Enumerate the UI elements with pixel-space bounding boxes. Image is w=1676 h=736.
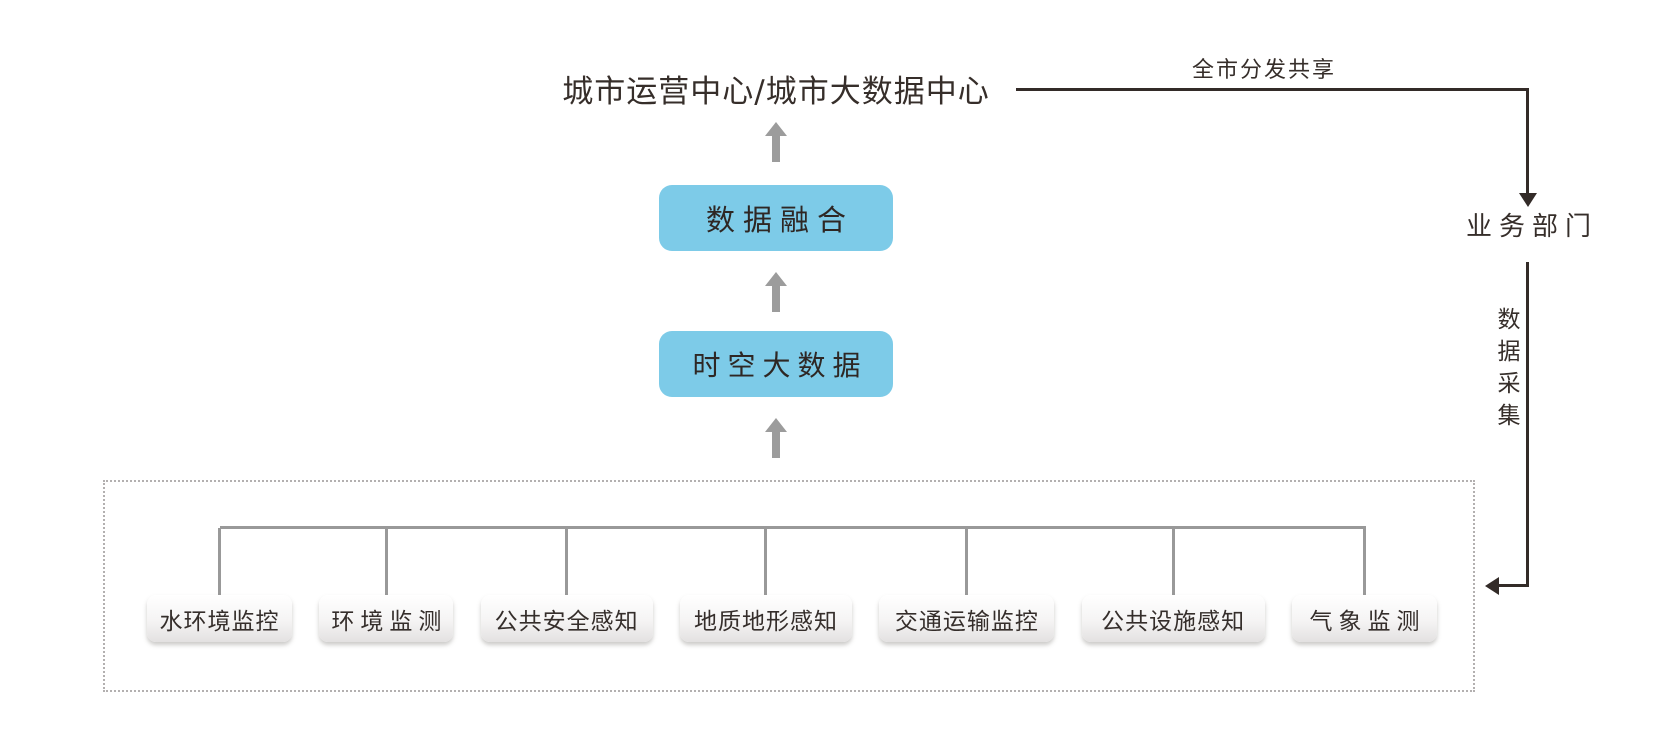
sensor-box-label: 地质地形感知 — [693, 608, 838, 635]
up-arrow-stem — [772, 286, 780, 312]
sensor-box: 交通运输监控 — [879, 595, 1055, 642]
business-department-label: 业务部门 — [1465, 212, 1599, 242]
sensor-cell: 公共安全感知 — [480, 528, 653, 642]
data-fusion-box: 数据融合 — [659, 185, 893, 251]
spatiotemporal-bigdata-box: 时空大数据 — [659, 331, 893, 397]
sensor-box: 气象监测 — [1291, 595, 1437, 642]
sensor-cell: 环境监测 — [319, 528, 454, 642]
sensor-box-label: 公共设施感知 — [1101, 608, 1246, 635]
sensor-box-label: 交通运输监控 — [894, 608, 1039, 635]
up-arrow-icon — [765, 122, 787, 162]
up-arrow-stem — [772, 432, 780, 458]
collect-line-horizontal — [1497, 584, 1529, 587]
sensor-box: 地质地形感知 — [679, 595, 852, 642]
left-arrow-icon — [1485, 577, 1499, 595]
spatiotemporal-bigdata-label: 时空大数据 — [692, 349, 868, 382]
drop-line — [1362, 528, 1366, 595]
share-label: 全市分发共享 — [1191, 58, 1337, 83]
share-line-horizontal — [1016, 88, 1529, 91]
collect-line-vertical — [1526, 262, 1529, 585]
down-arrow-icon — [1519, 193, 1537, 207]
sensor-box-label: 气象监测 — [1309, 608, 1426, 635]
up-arrow-head — [765, 272, 787, 286]
sensor-box: 环境监测 — [319, 595, 454, 642]
sensor-box: 水环境监控 — [147, 595, 292, 642]
up-arrow-stem — [772, 136, 780, 162]
sensor-box: 公共设施感知 — [1081, 595, 1265, 642]
drop-line — [565, 528, 569, 595]
data-fusion-label: 数据融合 — [705, 203, 854, 237]
sensor-group-panel: 水环境监控 环境监测 公共安全感知 地质地形感知 交通运输监控 公共设施感知 — [103, 480, 1475, 692]
sensor-cell: 交通运输监控 — [879, 528, 1055, 642]
up-arrow-icon — [765, 272, 787, 312]
drop-line — [1171, 528, 1175, 595]
drop-line — [384, 528, 388, 595]
sensor-box-label: 公共安全感知 — [494, 608, 639, 635]
sensor-cell: 地质地形感知 — [679, 528, 852, 642]
up-arrow-head — [765, 418, 787, 432]
sensor-cell: 公共设施感知 — [1081, 528, 1265, 642]
drop-line — [965, 528, 969, 595]
share-line-vertical — [1526, 88, 1529, 194]
page-title: 城市运营中心/城市大数据中心 — [562, 74, 990, 110]
sensor-box: 公共安全感知 — [480, 595, 653, 642]
drop-line — [218, 528, 221, 595]
up-arrow-head — [765, 122, 787, 136]
sensor-box-label: 水环境监控 — [159, 608, 280, 635]
sensor-row: 水环境监控 环境监测 公共安全感知 地质地形感知 交通运输监控 公共设施感知 — [147, 528, 1437, 642]
up-arrow-icon — [765, 418, 787, 458]
drop-line — [764, 528, 768, 595]
sensor-cell: 气象监测 — [1291, 528, 1437, 642]
sensor-cell: 水环境监控 — [147, 528, 292, 642]
sensor-box-label: 环境监测 — [331, 608, 448, 635]
collect-label: 数据采集 — [1493, 307, 1519, 435]
connector-line — [219, 526, 1366, 529]
